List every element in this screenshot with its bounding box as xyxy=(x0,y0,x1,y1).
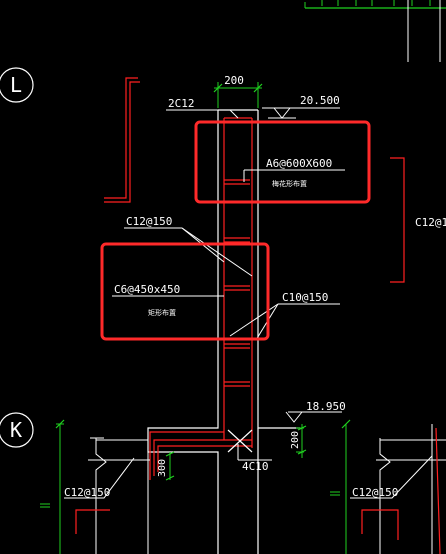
horizontal-bars-callout: C10@150 xyxy=(229,291,340,341)
left-lower-structure: C12@150 xyxy=(55,419,150,554)
lower-highlight-box[interactable] xyxy=(100,242,270,341)
elevation-top: 20.500 xyxy=(262,94,340,119)
horizontal-bars-label: C10@150 xyxy=(282,291,328,304)
upper-callout: A6@600X600 梅花形布置 xyxy=(243,157,345,188)
lower-callout-spec: C6@450x450 xyxy=(114,283,180,296)
right-red-bracket xyxy=(390,157,405,283)
slab-dimension: 200 xyxy=(290,424,307,458)
title-fragment xyxy=(304,0,446,9)
right-lower-structure: C12@150 xyxy=(341,419,446,554)
elevation-top-label: 20.500 xyxy=(300,94,340,107)
ledge-height-dimension: 300 xyxy=(157,459,168,477)
slab-thickness-dimension: 200 xyxy=(290,431,301,449)
wall-rebar xyxy=(149,117,253,480)
upper-callout-note: 梅花形布置 xyxy=(272,179,307,188)
right-ledge-bars-label: C12@150 xyxy=(352,486,398,499)
elevation-lower: 18.950 xyxy=(285,400,346,423)
grid-axis-k[interactable]: K xyxy=(0,412,34,448)
vertical-bars-label: C12@150 xyxy=(126,215,172,228)
grid-axis-k-label: K xyxy=(10,418,22,442)
grid-axis-l[interactable]: L xyxy=(0,67,34,103)
left-ledge-bars-label: C12@150 xyxy=(64,486,110,499)
lower-callout-note: 矩形布置 xyxy=(148,308,176,317)
corner-bars-label: 4C10 xyxy=(242,460,269,473)
elevation-lower-label: 18.950 xyxy=(306,400,346,413)
grid-axis-l-label: L xyxy=(10,73,22,97)
corner-cross xyxy=(227,429,253,453)
ledge-dimension: 300 xyxy=(157,451,175,481)
top-bars-callout: 2C12 xyxy=(166,97,239,119)
upper-highlight-box[interactable] xyxy=(194,120,371,204)
bottom-green-marks xyxy=(40,491,340,508)
upper-callout-spec: A6@600X600 xyxy=(266,157,332,170)
vertical-bars-callout: C12@150 xyxy=(124,215,253,277)
top-bars-label: 2C12 xyxy=(168,97,195,110)
top-dimension: 200 xyxy=(213,74,263,108)
corner-bars-callout: 4C10 xyxy=(237,444,272,473)
lower-callout: C6@450x450 矩形布置 xyxy=(112,283,224,317)
right-edge-bars-label: C12@1 xyxy=(415,216,446,229)
wall-width-dimension: 200 xyxy=(224,74,244,87)
left-red-bracket xyxy=(104,77,140,203)
